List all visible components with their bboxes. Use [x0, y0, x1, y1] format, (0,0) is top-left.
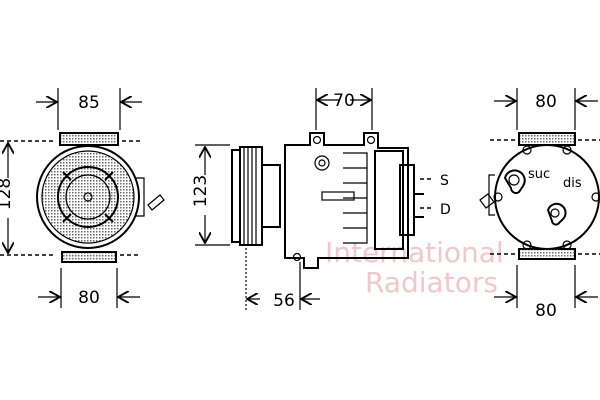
side-view: S D 70 123 56	[191, 88, 451, 311]
discharge-port-label: dis	[563, 176, 582, 191]
dim-rear-width-top: 80	[535, 92, 557, 112]
dim-side-offset-bottom: 56	[273, 291, 295, 311]
dim-front-width-bottom: 80	[78, 288, 100, 308]
dim-front-height: 128	[0, 178, 15, 210]
watermark-line2: Radiators	[365, 266, 498, 299]
dim-front-width-top: 85	[78, 93, 100, 113]
dim-rear-width-bottom: 80	[535, 301, 557, 321]
watermark-line1: International	[325, 236, 504, 269]
port-d-label: D	[440, 202, 451, 218]
suction-port-label: suc	[528, 167, 550, 182]
front-view: 85 128 80	[0, 88, 165, 308]
rear-view: suc dis 80 80	[479, 88, 600, 321]
port-s-label: S	[440, 173, 449, 189]
watermark: International Radiators	[325, 236, 504, 299]
dim-side-offset-top: 70	[333, 91, 355, 111]
dim-side-height: 123	[191, 175, 211, 207]
